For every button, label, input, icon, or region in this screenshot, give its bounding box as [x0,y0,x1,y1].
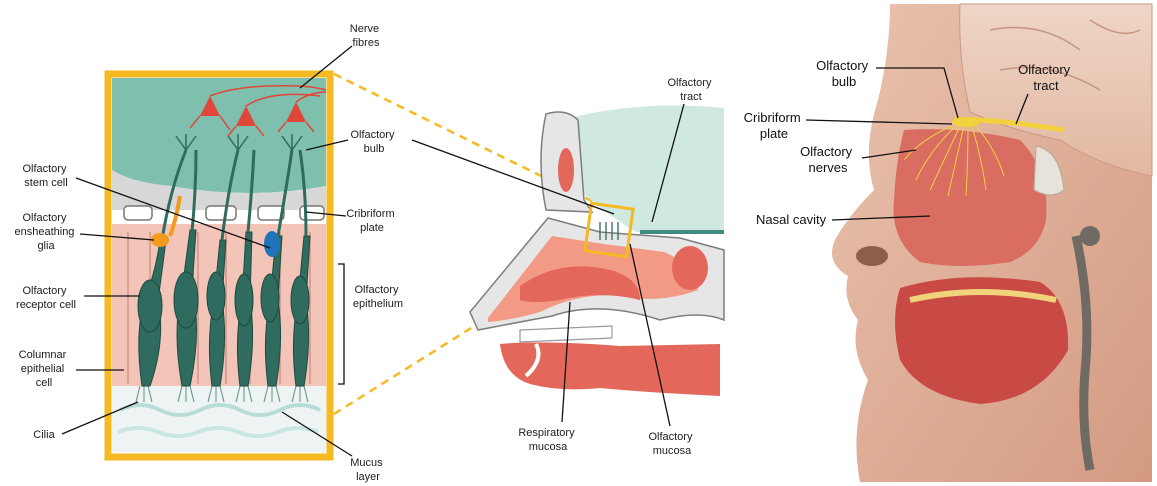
panel-c-head-anatomy [742,4,1152,482]
brain-region-b [570,106,724,232]
olfactory-bulb-c [952,117,980,127]
label-respiratory-mucosa: Respiratory mucosa [518,427,577,453]
hard-palate-b [520,326,612,342]
epithelium-bracket [338,264,344,384]
label-olfactory-bulb-a: Olfactory bulb [350,129,397,155]
label-columnar-epithelial-cell: Columnar epithelial cell [19,349,70,389]
label-olfactory-receptor-cell: Olfactory receptor cell [16,285,76,311]
label-nerve-fibres: Nerve fibres [350,23,382,49]
label-cilia: Cilia [33,429,55,441]
label-mucus-layer: Mucus layer [350,457,385,483]
nasal-cavity-region-c [894,129,1047,266]
label-olfactory-nerves: Olfactory nerves [800,144,856,175]
label-cribriform-plate-a: Cribriform plate [346,208,397,234]
label-nasal-cavity: Nasal cavity [756,212,827,227]
panel-a-epithelium-detail [108,74,330,457]
label-olfactory-mucosa: Olfactory mucosa [648,431,695,457]
olfactory-bulb-region [112,78,326,193]
label-olfactory-tract-b: Olfactory tract [667,77,714,103]
nostril-c [856,246,888,266]
sphenoid-sinus-b [672,246,708,290]
panel-b-nasal-cavity [470,106,724,396]
olfactory-stem-cell [264,231,280,257]
label-olfactory-epithelium: Olfactory epithelium [353,284,403,310]
label-olfactory-stem-cell: Olfactory stem cell [22,163,69,189]
label-olfactory-ensheathing-glia: Olfactory ensheathing glia [14,212,77,252]
